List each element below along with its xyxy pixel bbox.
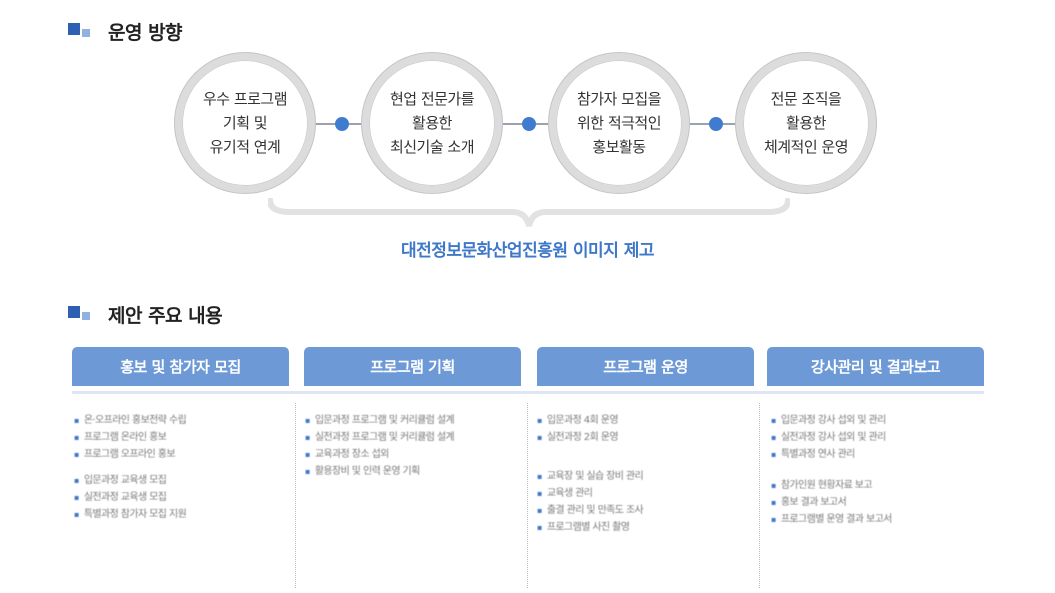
- connector-dot: [709, 117, 723, 131]
- item-list: 교육장 및 실습 장비 관리 교육생 관리 출결 관리 및 만족도 조사 프로그…: [537, 468, 747, 536]
- header-underline: [72, 391, 984, 394]
- column-planning: 입문과정 프로그램 및 커리큘럼 설계 실전과정 프로그램 및 커리큘럼 설계 …: [305, 412, 515, 480]
- list-item: 참가인원 현황자료 보고: [771, 477, 981, 494]
- list-item: 교육장 및 실습 장비 관리: [537, 468, 747, 485]
- column-header-planning: 프로그램 기획: [304, 347, 521, 386]
- list-item: 홍보 결과 보고서: [771, 494, 981, 511]
- column-header-operation: 프로그램 운영: [537, 347, 754, 386]
- flow-circle-label: 전문 조직을 활용한 체계적인 운영: [763, 90, 849, 156]
- list-item: 프로그램 온라인 홍보: [74, 429, 284, 446]
- proposal-column-headers: 홍보 및 참가자 모집 프로그램 기획 프로그램 운영 강사관리 및 결과보고: [72, 347, 984, 387]
- bullet-squares-icon: [68, 305, 94, 324]
- column-divider: [759, 403, 760, 588]
- list-item: 온·오프라인 홍보전략 수립: [74, 412, 284, 429]
- column-reporting: 입문과정 강사 섭외 및 관리 실전과정 강사 섭외 및 관리 특별과정 연사 …: [771, 412, 981, 528]
- list-item: 입문과정 강사 섭외 및 관리: [771, 412, 981, 429]
- list-item: 교육과정 장소 섭외: [305, 446, 515, 463]
- list-item: 프로그램별 운영 결과 보고서: [771, 511, 981, 528]
- column-promotion: 온·오프라인 홍보전략 수립 프로그램 온라인 홍보 프로그램 오프라인 홍보 …: [74, 412, 284, 523]
- item-list: 참가인원 현황자료 보고 홍보 결과 보고서 프로그램별 운영 결과 보고서: [771, 477, 981, 528]
- column-header-promotion: 홍보 및 참가자 모집: [72, 347, 289, 386]
- list-item: 입문과정 프로그램 및 커리큘럼 설계: [305, 412, 515, 429]
- list-item: 프로그램별 사진 촬영: [537, 519, 747, 536]
- list-item: 특별과정 참가자 모집 지원: [74, 506, 284, 523]
- item-list: 입문과정 프로그램 및 커리큘럼 설계 실전과정 프로그램 및 커리큘럼 설계 …: [305, 412, 515, 480]
- section-title-operation: 운영 방향: [68, 18, 183, 45]
- column-header-reporting: 강사관리 및 결과보고: [767, 347, 984, 386]
- flow-circle-label: 우수 프로그램 기획 및 유기적 연계: [202, 90, 288, 156]
- list-item: 실전과정 교육생 모집: [74, 489, 284, 506]
- column-divider: [295, 403, 296, 588]
- goal-text: 대전정보문화산업진흥원 이미지 제고: [400, 241, 655, 261]
- section-title-text: 제안 주요 내용: [108, 305, 223, 327]
- list-item: 교육생 관리: [537, 485, 747, 502]
- section-title-proposal: 제안 주요 내용: [68, 301, 223, 328]
- list-item: 프로그램 오프라인 홍보: [74, 446, 284, 463]
- connector-dot: [335, 117, 349, 131]
- column-operation: 입문과정 4회 운영 실전과정 2회 운영 교육장 및 실습 장비 관리 교육생…: [537, 412, 747, 536]
- operation-flow-diagram: 우수 프로그램 기획 및 유기적 연계 현업 전문가를 활용한 최신기술 소개 …: [175, 53, 876, 195]
- list-item: 출결 관리 및 만족도 조사: [537, 502, 747, 519]
- flow-circle-1: 우수 프로그램 기획 및 유기적 연계: [175, 53, 315, 193]
- item-list: 온·오프라인 홍보전략 수립 프로그램 온라인 홍보 프로그램 오프라인 홍보: [74, 412, 284, 463]
- flow-circle-label: 참가자 모집을 위한 적극적인 홍보활동: [576, 90, 662, 156]
- list-item: 입문과정 4회 운영: [537, 412, 747, 429]
- connector-dot: [522, 117, 536, 131]
- flow-circle-3: 참가자 모집을 위한 적극적인 홍보활동: [549, 53, 689, 193]
- list-item: 실전과정 2회 운영: [537, 429, 747, 446]
- item-list: 입문과정 4회 운영 실전과정 2회 운영: [537, 412, 747, 446]
- list-item: 특별과정 연사 관리: [771, 446, 981, 463]
- list-item: 실전과정 프로그램 및 커리큘럼 설계: [305, 429, 515, 446]
- section-title-text: 운영 방향: [108, 22, 183, 44]
- bullet-squares-icon: [68, 22, 94, 41]
- list-item: 실전과정 강사 섭외 및 관리: [771, 429, 981, 446]
- list-item: 입문과정 교육생 모집: [74, 472, 284, 489]
- curly-brace-icon: [268, 198, 790, 227]
- flow-circle-2: 현업 전문가를 활용한 최신기술 소개: [362, 53, 502, 193]
- column-divider: [527, 403, 528, 588]
- item-list: 입문과정 교육생 모집 실전과정 교육생 모집 특별과정 참가자 모집 지원: [74, 472, 284, 523]
- list-item: 활용장비 및 인력 운영 기획: [305, 463, 515, 480]
- flow-circle-label: 현업 전문가를 활용한 최신기술 소개: [389, 90, 475, 156]
- flow-circle-4: 전문 조직을 활용한 체계적인 운영: [736, 53, 876, 193]
- item-list: 입문과정 강사 섭외 및 관리 실전과정 강사 섭외 및 관리 특별과정 연사 …: [771, 412, 981, 463]
